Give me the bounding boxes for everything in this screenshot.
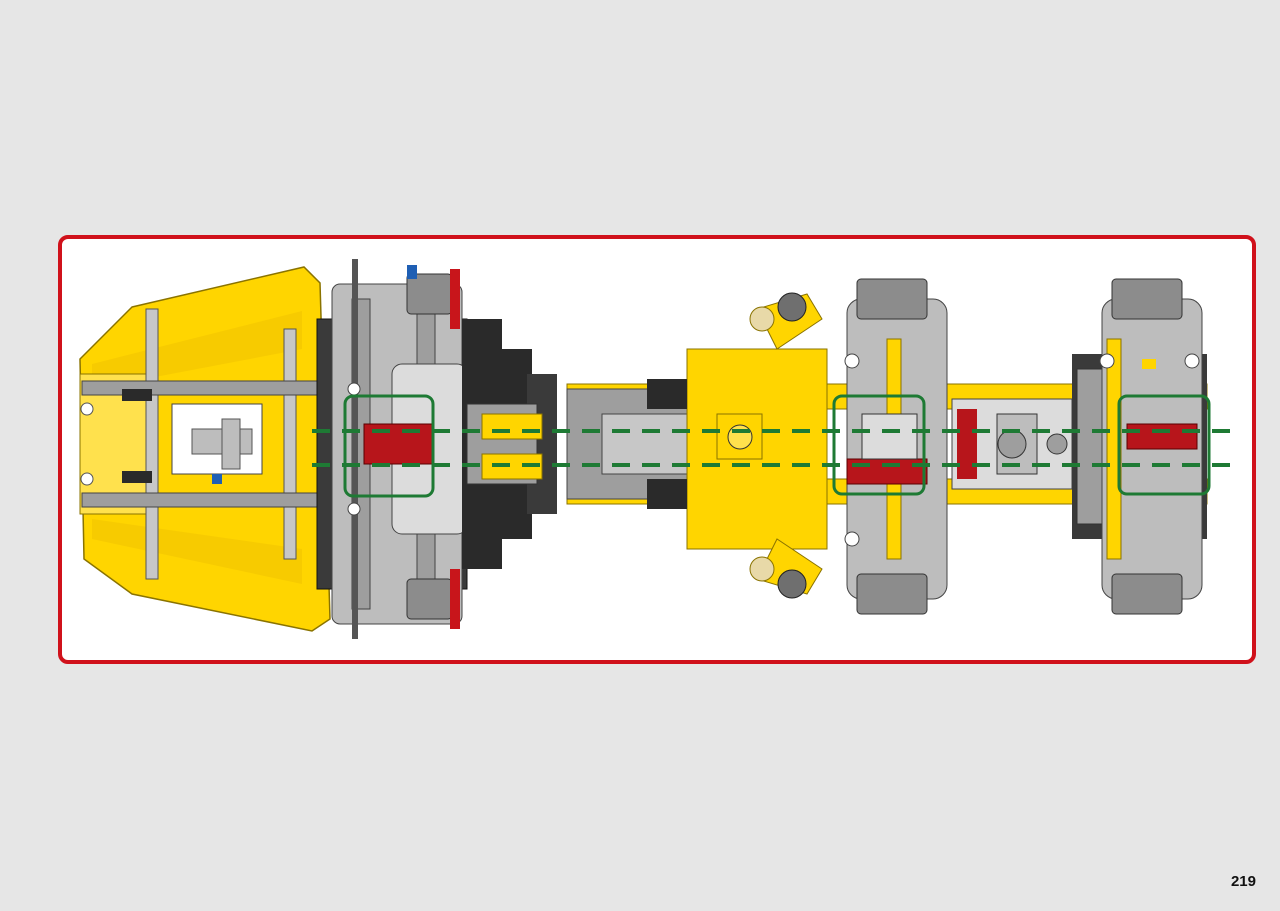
- center-joint: [462, 319, 557, 569]
- front-axle: [212, 259, 468, 639]
- instruction-callout: [58, 235, 1256, 664]
- middle-axle: [844, 278, 948, 615]
- page-number: 219: [1230, 873, 1256, 890]
- rear-axle: [1099, 278, 1203, 615]
- highlight-box-icon: [343, 394, 1211, 498]
- model-top-view-icon: [79, 259, 1232, 639]
- front-bucket: [79, 266, 343, 632]
- drive-axle-dashed-line-icon: [312, 429, 1232, 467]
